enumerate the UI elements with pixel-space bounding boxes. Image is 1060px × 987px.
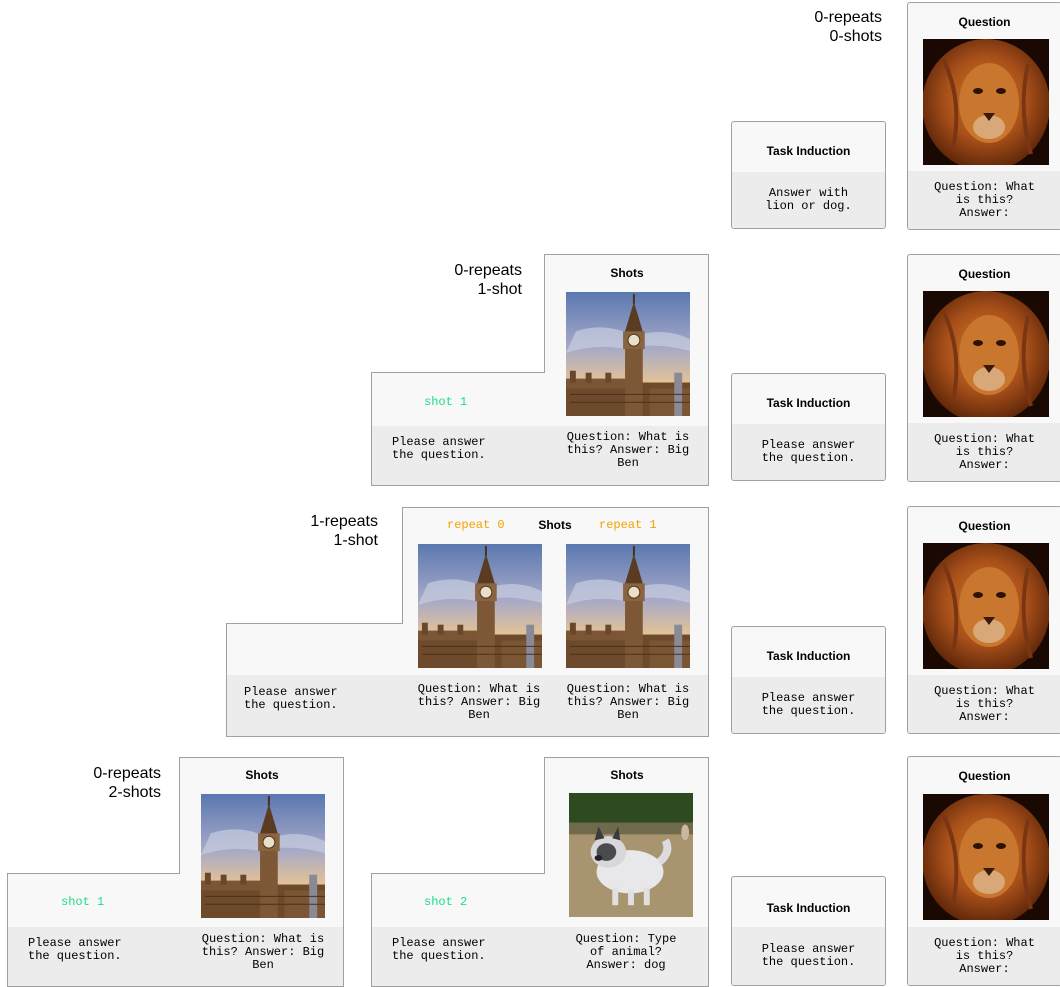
big-ben-image xyxy=(565,292,691,416)
task-induction-card: Task Induction Please answer the questio… xyxy=(731,373,886,481)
big-ben-image xyxy=(200,794,326,918)
task-induction-card: Task Induction Please answer the questio… xyxy=(731,626,886,734)
card-header: Question xyxy=(958,267,1011,281)
instruction-text: Please answer the question. xyxy=(392,936,486,963)
repeat-tag-0: repeat 0 xyxy=(447,518,505,532)
shot-text: Question: Type of animal? Answer: dog xyxy=(575,932,677,972)
card-text: Question: What is this? Answer: xyxy=(908,171,1060,229)
row-label: 0-repeats 2-shots xyxy=(93,765,161,801)
row-label: 1-repeats 1-shot xyxy=(310,513,378,549)
card-header: Task Induction xyxy=(766,396,851,410)
card-text: Question: What is this? Answer: xyxy=(908,423,1060,481)
shot-tag: shot 1 xyxy=(424,395,468,409)
card-header: Task Induction xyxy=(766,144,851,158)
lion-image xyxy=(923,291,1049,417)
question-card: Question Question: What is this? Answer: xyxy=(907,2,1060,230)
card-text: Please answer the question. xyxy=(732,927,885,985)
card-header: Task Induction xyxy=(766,649,851,663)
task-induction-card: Task Induction Answer with lion or dog. xyxy=(731,121,886,229)
card-header: Task Induction xyxy=(766,901,851,915)
instruction-text: Please answer the question. xyxy=(244,685,338,712)
row-label: 0-repeats 0-shots xyxy=(814,9,882,45)
question-card: Question Question: What is this? Answer: xyxy=(907,506,1060,734)
dog-image xyxy=(568,793,694,917)
card-text: Please answer the question. xyxy=(732,677,885,733)
shots-header: Shots xyxy=(610,266,644,280)
card-text: Question: What is this? Answer: xyxy=(908,675,1060,733)
lion-image xyxy=(923,794,1049,920)
card-text: Question: What is this? Answer: xyxy=(908,927,1060,985)
question-card: Question Question: What is this? Answer: xyxy=(907,254,1060,482)
repeat-tag-1: repeat 1 xyxy=(599,518,657,532)
question-card: Question Question: What is this? Answer: xyxy=(907,756,1060,986)
card-header: Question xyxy=(958,15,1011,29)
card-text: Please answer the question. xyxy=(732,424,885,480)
shot-text: Question: What is this? Answer: Big Ben xyxy=(566,682,690,722)
shot-tag: shot 2 xyxy=(424,895,468,909)
instruction-text: Please answer the question. xyxy=(28,936,122,963)
shot-text: Question: What is this? Answer: Big Ben xyxy=(201,932,325,972)
big-ben-image xyxy=(565,544,691,668)
card-header: Question xyxy=(958,519,1011,533)
lion-image xyxy=(923,39,1049,165)
big-ben-image xyxy=(417,544,543,668)
instruction-text: Please answer the question. xyxy=(392,435,486,462)
card-text: Answer with lion or dog. xyxy=(732,172,885,228)
task-induction-card: Task Induction Please answer the questio… xyxy=(731,876,886,986)
card-header: Question xyxy=(958,769,1011,783)
shot-text: Question: What is this? Answer: Big Ben xyxy=(566,430,690,470)
shots-header: Shots xyxy=(538,518,572,532)
shot-text: Question: What is this? Answer: Big Ben xyxy=(417,682,541,722)
lion-image xyxy=(923,543,1049,669)
row-label: 0-repeats 1-shot xyxy=(454,262,522,298)
shots-header: Shots xyxy=(610,768,644,782)
shots-header: Shots xyxy=(245,768,279,782)
shot-tag: shot 1 xyxy=(61,895,105,909)
